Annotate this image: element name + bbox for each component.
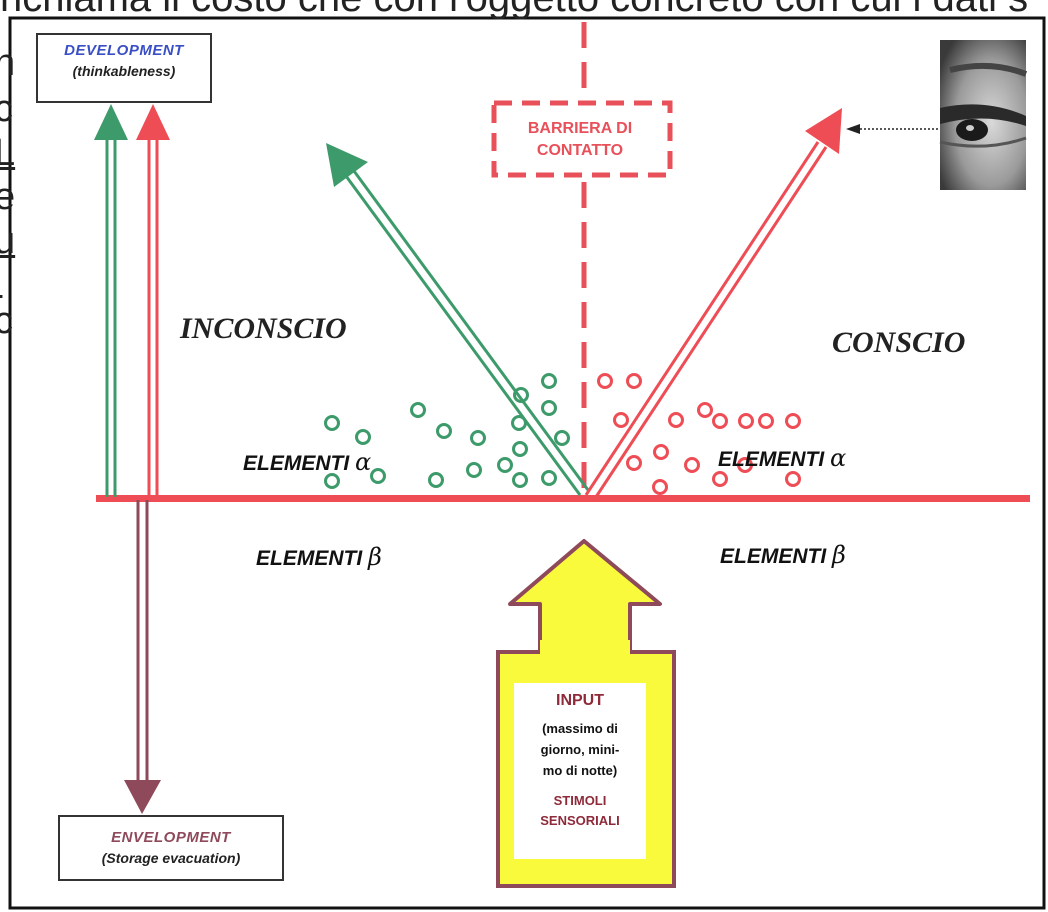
beta-right-text: ELEMENTI [720, 545, 827, 568]
alpha-element-dot [541, 470, 557, 486]
alpha-element-dot [697, 402, 713, 418]
envelopment-down-arrow [124, 500, 161, 814]
input-box: INPUT (massimo di giorno, mini- mo di no… [514, 683, 646, 859]
alpha-element-dot [668, 412, 684, 428]
conscio-label: CONSCIO [832, 326, 966, 359]
alpha-element-dot [466, 462, 482, 478]
development-red-arrow [136, 104, 170, 497]
alpha-element-dot [626, 455, 642, 471]
development-green-arrow [94, 104, 128, 497]
alpha-element-dot [652, 479, 668, 495]
diagram-frame [8, 16, 1046, 910]
alpha-element-dot [497, 457, 513, 473]
input-stimuli: STIMOLI SENSORIALI [514, 791, 646, 831]
alpha-element-dot [324, 473, 340, 489]
baseline [96, 495, 1030, 502]
red-alpha-dots [597, 373, 801, 495]
alpha-element-dot [512, 441, 528, 457]
beta-left-label: ELEMENTI β [256, 543, 382, 571]
input-desc-line: giorno, mini- [540, 742, 620, 757]
input-stim-line: STIMOLI [553, 793, 607, 808]
green-alpha-dots [324, 373, 570, 489]
beta-left-symbol: β [368, 543, 382, 571]
alpha-element-dot [712, 471, 728, 487]
development-box: DEVELOPMENT (thinkableness) [36, 33, 212, 103]
alpha-right-label: ELEMENTI α [718, 444, 846, 472]
beta-left-text: ELEMENTI [256, 547, 363, 570]
eye-photo [939, 40, 1028, 190]
alpha-element-dot [324, 415, 340, 431]
alpha-element-dot [370, 468, 386, 484]
background-char: c [0, 88, 13, 130]
background-char: u [0, 220, 16, 262]
background-char: n [0, 42, 16, 84]
alpha-element-dot [436, 423, 452, 439]
alpha-left-symbol: α [355, 448, 372, 476]
alpha-element-dot [613, 412, 629, 428]
background-char: l [0, 260, 2, 303]
conscio-red-arrow [584, 108, 842, 501]
background-char: L [0, 132, 16, 174]
background-text-line: richiama il costo che con l'oggetto conc… [0, 0, 1028, 18]
envelopment-subtitle: (Storage evacuation) [101, 850, 241, 866]
alpha-element-dot [428, 472, 444, 488]
alpha-element-dot [737, 457, 753, 473]
development-title: DEVELOPMENT [64, 42, 184, 59]
alpha-element-dot [653, 444, 669, 460]
alpha-element-dot [738, 413, 754, 429]
alpha-element-dot [512, 472, 528, 488]
alpha-element-dot [758, 413, 774, 429]
beta-right-label: ELEMENTI β [720, 541, 846, 569]
alpha-right-symbol: α [830, 444, 847, 472]
alpha-right-text: ELEMENTI [718, 448, 825, 471]
eye-pointer-arrow [846, 124, 950, 134]
development-subtitle: (thinkableness) [72, 63, 176, 79]
input-description: (massimo di giorno, mini- mo di notte) [514, 718, 646, 781]
envelopment-box: ENVELOPMENT (Storage evacuation) [58, 815, 284, 881]
input-desc-line: mo di notte) [542, 763, 618, 778]
barrier-label: BARRIERA DI CONTATTO [500, 118, 660, 162]
alpha-element-dot [554, 430, 570, 446]
alpha-element-dot [684, 457, 700, 473]
alpha-element-dot [785, 413, 801, 429]
input-stim-line: SENSORIALI [540, 813, 620, 828]
alpha-element-dot [541, 373, 557, 389]
barrier-line2: CONTATTO [536, 142, 624, 159]
alpha-element-dot [626, 373, 642, 389]
envelopment-title: ENVELOPMENT [111, 829, 231, 846]
contact-barrier-box [491, 100, 673, 178]
alpha-element-dot [355, 429, 371, 445]
alpha-element-dot [712, 413, 728, 429]
alpha-element-dot [785, 471, 801, 487]
alpha-element-dot [410, 402, 426, 418]
alpha-element-dot [541, 400, 557, 416]
barrier-line1: BARRIERA DI [527, 120, 633, 137]
alpha-element-dot [597, 373, 613, 389]
inconscio-label: INCONSCIO [180, 312, 347, 345]
alpha-element-dot [511, 415, 527, 431]
alpha-left-label: ELEMENTI α [243, 448, 371, 476]
inconscio-green-arrow [326, 143, 590, 496]
input-desc-line: (massimo di [542, 721, 618, 736]
background-char: e [0, 176, 16, 218]
alpha-element-dot [470, 430, 486, 446]
alpha-element-dot [513, 387, 529, 403]
beta-right-symbol: β [832, 541, 846, 569]
alpha-left-text: ELEMENTI [243, 452, 350, 475]
input-title: INPUT [556, 692, 604, 709]
background-char: c [0, 300, 13, 342]
